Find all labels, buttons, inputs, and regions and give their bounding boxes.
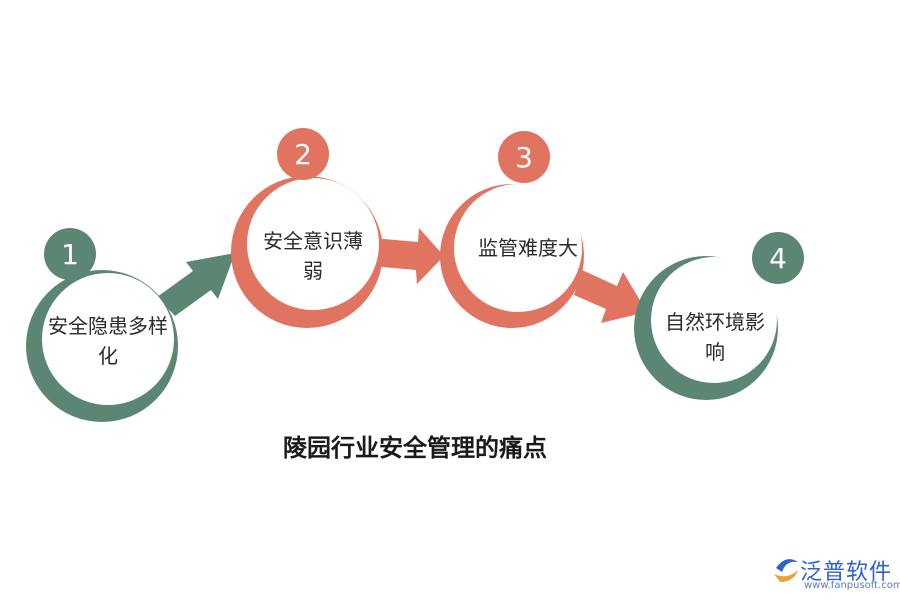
step-2-inner <box>247 178 379 310</box>
step-1-inner <box>42 273 174 405</box>
step-1-badge <box>44 228 96 280</box>
arrow-3-to-4 <box>574 270 647 323</box>
watermark-url: www.fanpusoft.com <box>804 580 900 591</box>
step-2-label: 安全意识薄弱 <box>263 229 363 283</box>
step-3-number: 3 <box>515 140 533 174</box>
step-3-badge <box>498 131 550 183</box>
step-4-number: 4 <box>769 241 787 275</box>
step-3-label: 监管难度大 <box>478 236 578 260</box>
step-3-inner <box>454 184 582 312</box>
step-2-badge <box>277 128 329 180</box>
watermark-brand: 泛普软件 <box>800 560 893 585</box>
step-4-badge <box>752 232 804 284</box>
arrow-1-to-2 <box>157 253 235 316</box>
fanpu-logo-icon <box>774 559 798 582</box>
step-4-inner <box>651 257 777 383</box>
step-4-label: 自然环境影响 <box>665 310 765 364</box>
step-1-number: 1 <box>61 237 79 271</box>
diagram-title: 陵园行业安全管理的痛点 <box>283 434 547 462</box>
arrow-2-to-3 <box>372 228 444 284</box>
step-1-label: 安全隐患多样化 <box>48 314 168 368</box>
step-2-number: 2 <box>294 137 312 171</box>
